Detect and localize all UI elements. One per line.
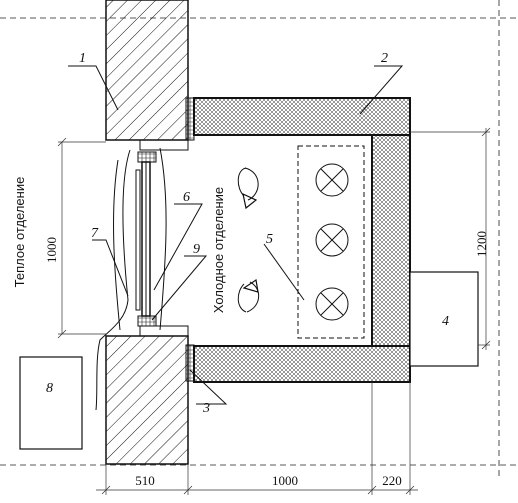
callout-4: 4 bbox=[442, 314, 449, 329]
frame-lines bbox=[0, 0, 518, 480]
control-box bbox=[19, 356, 83, 450]
callout-8: 8 bbox=[46, 381, 53, 396]
condensing-unit bbox=[409, 271, 479, 367]
fan-icon bbox=[315, 163, 349, 197]
cold-section-label: Холодное отделение bbox=[211, 187, 226, 313]
dim-bottom bbox=[96, 382, 418, 495]
fan-icon bbox=[315, 223, 349, 257]
callout-9: 9 bbox=[193, 242, 200, 257]
dim-window-height bbox=[57, 137, 106, 339]
callout-6: 6 bbox=[183, 190, 190, 205]
dim-bottom-220: 220 bbox=[382, 473, 402, 488]
dim-bottom-1000: 1000 bbox=[272, 473, 298, 488]
callout-2: 2 bbox=[381, 51, 388, 66]
evaporator-unit bbox=[297, 145, 365, 339]
wall-lower bbox=[105, 325, 195, 465]
callout-7: 7 bbox=[91, 226, 99, 241]
callout-5: 5 bbox=[266, 232, 273, 247]
callout-1: 1 bbox=[79, 51, 86, 66]
callout-3: 3 bbox=[202, 401, 210, 416]
callout-leaders bbox=[68, 65, 404, 405]
dim-right-label: 1200 bbox=[474, 231, 489, 257]
airflow-arrow-bottom-icon bbox=[237, 278, 260, 313]
fan-icon bbox=[315, 287, 349, 321]
window-opening bbox=[95, 147, 167, 411]
dim-right bbox=[410, 127, 491, 350]
airflow-arrow-top-icon bbox=[237, 167, 259, 210]
dim-window-label: 1000 bbox=[44, 237, 59, 263]
warm-section-label: Теплое отделение bbox=[12, 177, 27, 288]
dim-bottom-510: 510 bbox=[135, 473, 155, 488]
chamber-walls bbox=[193, 97, 411, 383]
wall-upper bbox=[105, 0, 195, 151]
